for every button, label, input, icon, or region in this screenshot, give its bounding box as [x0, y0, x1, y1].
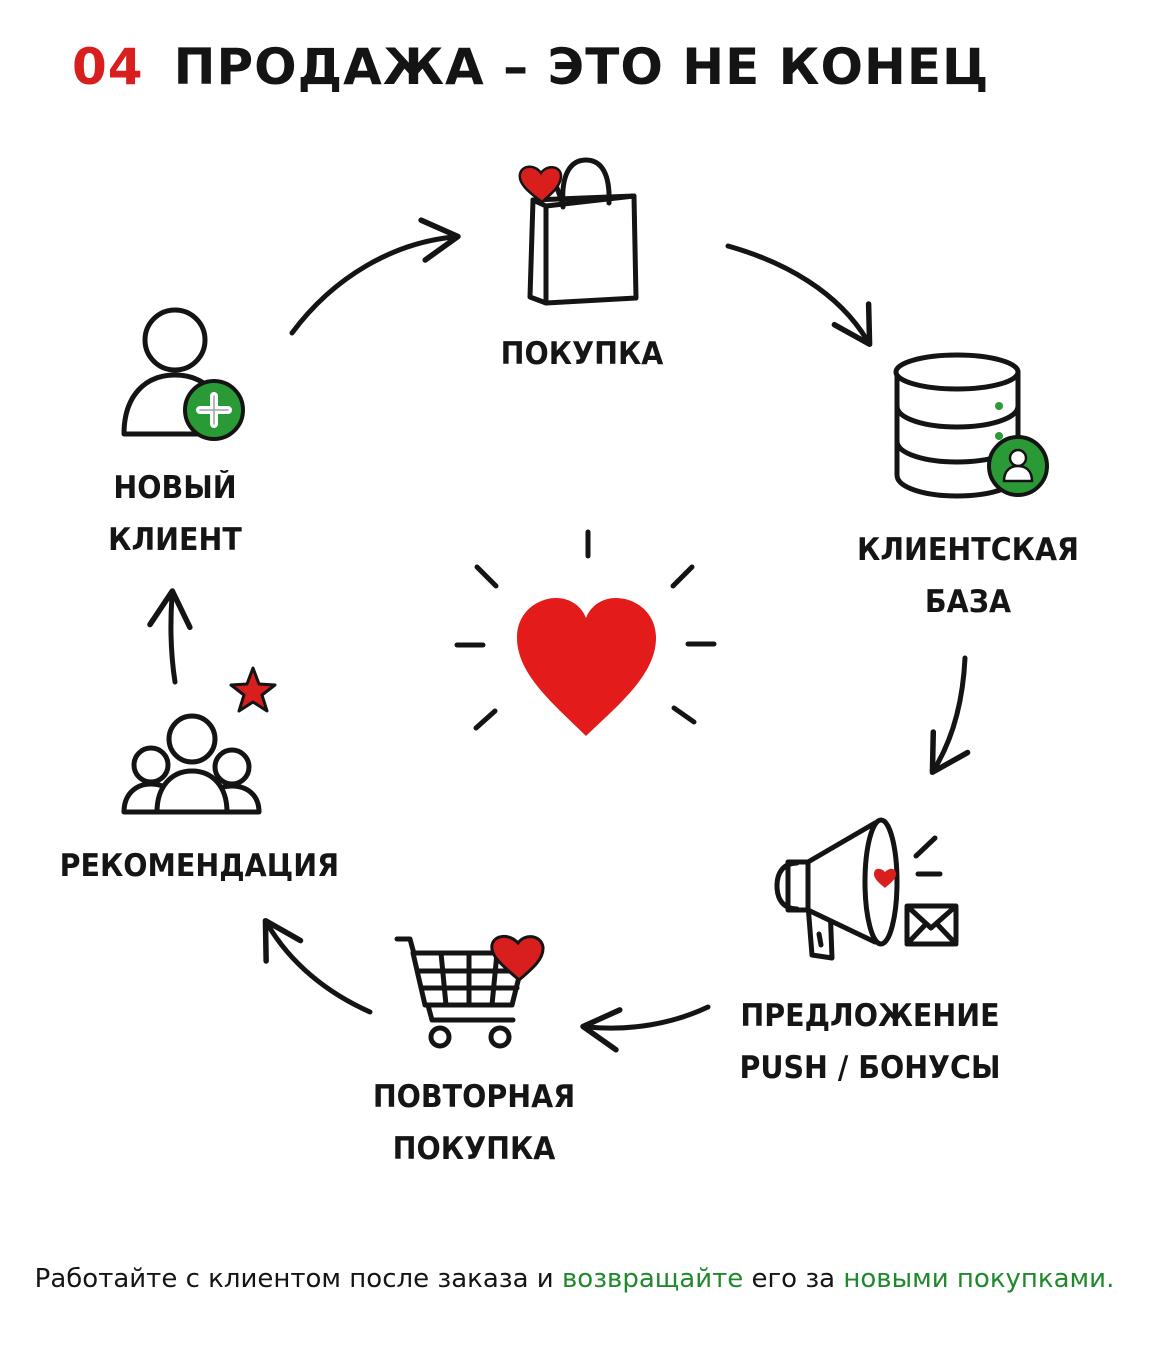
- arrow-recommendation-to-new-client: [147, 588, 193, 685]
- label-new-client: НОВЫЙ КЛИЕНТ: [108, 470, 242, 558]
- plus-badge-icon: [183, 379, 245, 441]
- envelope-icon: [904, 903, 959, 947]
- megaphone-icon: [774, 817, 943, 961]
- label-purchase: ПОКУПКА: [500, 336, 664, 372]
- shopping-bag-icon: [518, 157, 639, 306]
- shopping-cart-icon: [394, 935, 545, 1049]
- arrow-purchase-to-client-base: [725, 243, 873, 348]
- arrow-offer-to-repeat-purchase: [580, 1004, 711, 1053]
- group-icon: [121, 713, 262, 815]
- heart-icon: [454, 529, 717, 736]
- arrow-client-base-to-offer: [929, 655, 971, 776]
- arrow-new-client-to-purchase: [289, 217, 461, 336]
- page-title: 04 ПРОДАЖА – ЭТО НЕ КОНЕЦ: [72, 38, 989, 96]
- star-icon: [229, 666, 277, 713]
- title-number: 04: [72, 38, 144, 96]
- title-text: ПРОДАЖА – ЭТО НЕ КОНЕЦ: [173, 38, 990, 96]
- label-recommendation: РЕКОМЕНДАЦИЯ: [59, 848, 340, 884]
- user-badge-icon: [987, 435, 1049, 497]
- label-client-base: КЛИЕНТСКАЯ БАЗА: [857, 532, 1079, 620]
- label-offer: ПРЕДЛОЖЕНИЕ PUSH / БОНУСЫ: [739, 998, 1001, 1086]
- arrow-repeat-purchase-to-recommendation: [262, 917, 373, 1015]
- label-repeat-purchase: ПОВТОРНАЯ ПОКУПКА: [372, 1079, 576, 1167]
- footer-caption: Работайте с клиентом после заказа и возв…: [34, 1264, 1115, 1294]
